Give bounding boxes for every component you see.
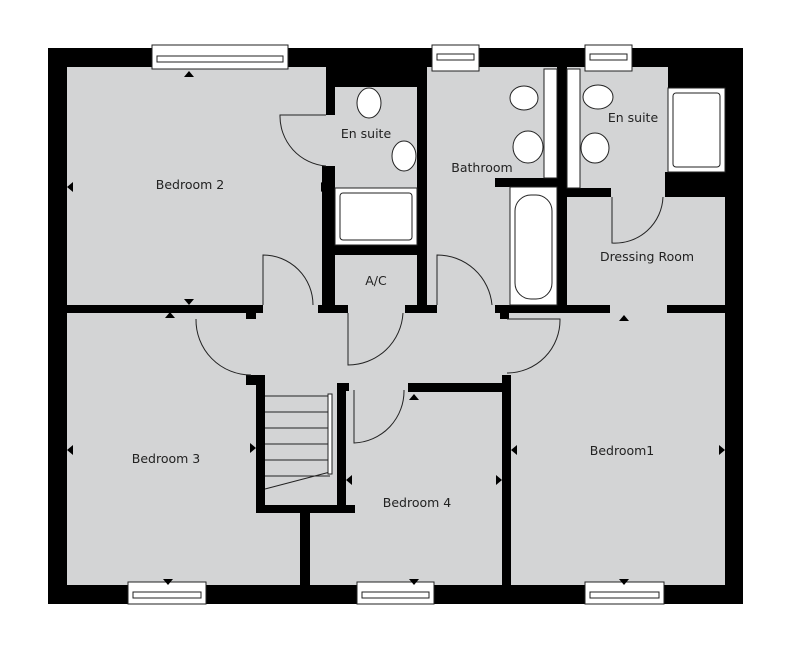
room-label-ac: A/C	[365, 273, 387, 288]
door-ac	[347, 312, 404, 366]
basin	[391, 140, 417, 172]
basin	[512, 130, 544, 164]
windows	[127, 44, 665, 605]
room-label-en-suite-1: En suite	[341, 126, 392, 141]
toilet	[582, 84, 614, 110]
door-bedroom1	[506, 318, 561, 374]
doors[interactable]	[195, 114, 664, 444]
room-label-bedroom-3: Bedroom 3	[132, 451, 200, 466]
window	[589, 591, 660, 599]
room-label-en-suite-2: En suite	[608, 110, 659, 125]
room-label-dressing-room: Dressing Room	[600, 249, 694, 264]
window	[132, 591, 202, 599]
fixtures	[334, 68, 726, 306]
door-bedroom3	[195, 318, 252, 376]
basin	[580, 132, 610, 164]
door-bedroom4	[353, 389, 405, 444]
room-label-bathroom: Bathroom	[451, 160, 512, 175]
interior-walls	[67, 67, 725, 585]
room-label-bedroom-4: Bedroom 4	[383, 495, 452, 510]
staircase[interactable]	[264, 393, 333, 490]
markers	[67, 71, 725, 585]
window	[589, 53, 628, 61]
partition	[543, 68, 558, 179]
door-ensuite2	[611, 196, 664, 244]
window	[361, 591, 430, 599]
room-label-bedroom-1: Bedroom1	[590, 443, 655, 458]
window	[156, 55, 284, 63]
partition	[566, 68, 581, 189]
toilet	[356, 87, 382, 119]
room-label-bedroom-2: Bedroom 2	[156, 177, 224, 192]
window	[436, 53, 475, 61]
door-bedroom2	[262, 254, 314, 306]
door-ensuite1	[279, 114, 327, 167]
door-bathroom	[436, 254, 493, 306]
toilet	[509, 85, 539, 111]
